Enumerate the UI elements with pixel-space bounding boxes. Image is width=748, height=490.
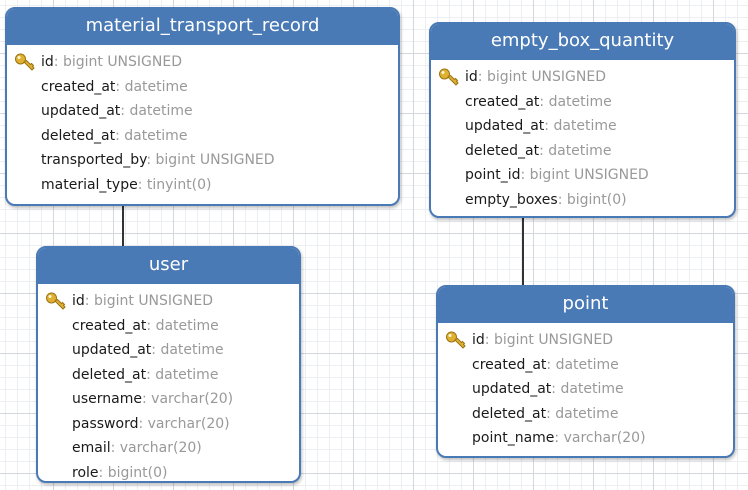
field-type: : bigint UNSIGNED [484,332,613,348]
field-type: : datetime [539,93,612,110]
field-row[interactable]: created_at: datetime [38,314,299,339]
field-name: updated_at [465,118,545,134]
field-name: id [472,332,485,348]
field-name: updated_at [472,381,552,397]
table-title: material_transport_record [7,9,398,45]
field-row[interactable]: id: bigint UNSIGNED [431,65,734,90]
field-type: : datetime [546,405,619,422]
field-name: deleted_at [472,405,547,422]
field-name: updated_at [72,342,152,358]
field-type: : datetime [120,103,193,119]
field-row[interactable]: updated_at: datetime [438,377,733,402]
field-type: : varchar(20) [138,415,230,432]
field-row[interactable]: updated_at: datetime [431,114,734,139]
field-row[interactable]: updated_at: datetime [38,338,299,363]
field-row[interactable]: id: bigint UNSIGNED [7,50,398,75]
field-type: : datetime [151,342,224,358]
key-icon [439,68,459,86]
field-type: : bigint(0) [98,464,168,481]
field-row[interactable]: point_name: varchar(20) [438,426,733,451]
field-row[interactable]: material_type: tinyint(0) [7,173,398,198]
field-row[interactable]: point_id: bigint UNSIGNED [431,163,734,188]
field-name: deleted_at [72,366,147,383]
field-type: : datetime [546,356,619,373]
field-type: : bigint UNSIGNED [53,54,182,70]
field-row[interactable]: username: varchar(20) [38,387,299,412]
field-row[interactable]: created_at: datetime [438,353,733,378]
field-type: : tinyint(0) [137,176,212,193]
field-row[interactable]: deleted_at: datetime [438,402,733,427]
field-type: : datetime [146,366,219,383]
key-icon [15,53,35,71]
field-type: : datetime [115,78,188,95]
field-name: empty_boxes [465,191,558,208]
field-name: material_type [41,176,138,193]
field-row[interactable]: role: bigint(0) [38,461,299,482]
field-name: username [72,391,142,407]
field-row[interactable]: deleted_at: datetime [431,139,734,164]
table-title: empty_box_quantity [431,24,734,60]
field-name: created_at [465,93,540,110]
field-type: : datetime [115,127,188,144]
field-type: : bigint UNSIGNED [146,152,275,168]
field-name: point_name [472,430,555,446]
field-row[interactable]: created_at: datetime [431,90,734,115]
field-type: : bigint UNSIGNED [84,293,213,309]
field-name: id [72,293,85,309]
field-type: : bigint UNSIGNED [477,69,606,85]
field-type: : varchar(20) [142,391,234,407]
field-name: deleted_at [41,127,116,144]
field-row[interactable]: password: varchar(20) [38,412,299,437]
key-icon [46,292,66,310]
field-name: transported_by [41,152,147,168]
table-material-transport-record[interactable]: material_transport_record id: bigint UNS… [5,7,400,206]
table-title: point [438,287,733,323]
field-name: id [41,54,54,70]
field-row[interactable]: updated_at: datetime [7,99,398,124]
field-name: deleted_at [465,142,540,159]
field-type: : bigint(0) [557,191,627,208]
field-type: : datetime [146,317,219,334]
field-type: : datetime [551,381,624,397]
field-row[interactable]: empty_boxes: bigint(0) [431,188,734,213]
field-name: role [72,464,99,481]
field-name: created_at [41,78,116,95]
field-name: point_id [465,167,521,183]
field-row[interactable]: deleted_at: datetime [38,363,299,388]
table-title: user [38,248,299,284]
field-row[interactable]: id: bigint UNSIGNED [438,328,733,353]
field-name: created_at [472,356,547,373]
field-name: created_at [72,317,147,334]
field-type: : datetime [544,118,617,134]
field-row[interactable]: email: varchar(20) [38,436,299,461]
field-type: : datetime [539,142,612,159]
key-icon [446,331,466,349]
field-row[interactable]: created_at: datetime [7,75,398,100]
field-name: email [72,440,111,456]
field-name: updated_at [41,103,121,119]
relation-line-transport-user [122,204,124,248]
field-row[interactable]: transported_by: bigint UNSIGNED [7,148,398,173]
field-row[interactable]: id: bigint UNSIGNED [38,289,299,314]
field-type: : varchar(20) [110,440,202,456]
field-type: : bigint UNSIGNED [520,167,649,183]
field-type: : varchar(20) [554,430,646,446]
field-name: password [72,415,139,432]
field-name: id [465,69,478,85]
field-row[interactable]: deleted_at: datetime [7,124,398,149]
relation-line-box-point [522,216,524,286]
